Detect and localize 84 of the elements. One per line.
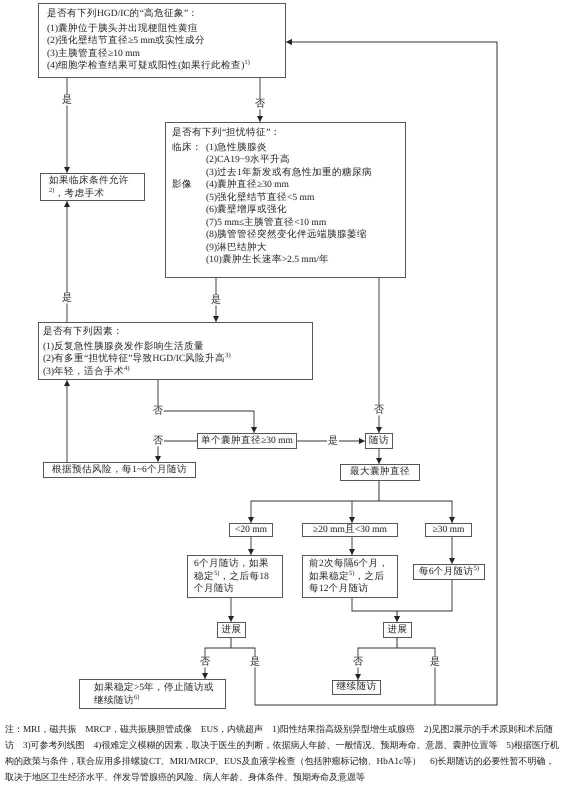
edge-label: 否	[152, 436, 164, 446]
edge-label: 否	[254, 98, 266, 110]
process-box	[40, 173, 145, 201]
list-item: (4)细胞学检查结果可疑或阳性(如果行此检查)$^{1)}$	[47, 60, 251, 72]
list-item: (2)CA19−9水平升高	[206, 154, 290, 166]
box-text: 进展	[388, 624, 408, 636]
arrow	[213, 278, 219, 322]
box-text: 如果稳定>5年，停止随访或继续随访$^{6)}$	[94, 682, 216, 707]
list-item: (10)囊肿生长速率>2.5 mm/年	[206, 254, 329, 266]
arrow	[64, 380, 70, 462]
arrow	[394, 580, 452, 622]
arrow	[378, 480, 455, 524]
box-text: 如果临床条件允许$^{2)}$，考虑手术	[49, 175, 130, 200]
edge-label: 是	[327, 436, 339, 446]
box-text: 每6个月随访$^{5)}$	[418, 566, 480, 578]
list-item: (8)胰管管径突然变化伴远端胰腺萎缩	[206, 229, 368, 242]
arrow	[158, 380, 257, 434]
process-box	[187, 555, 283, 598]
decision-box	[165, 122, 406, 278]
list-item: (2)有多重“担忧特征”导致HGD/IC风险升高$^{3)}$	[43, 353, 232, 366]
arrow	[64, 200, 70, 322]
list-item: (3)主胰管直径≥10 mm	[47, 48, 141, 60]
process-box	[425, 523, 472, 537]
list-item: (3)过去1年新发或有急性加重的糖尿病	[206, 166, 372, 179]
box-heading: 是否有下列因素：	[43, 326, 124, 338]
decision-box	[340, 464, 420, 481]
arrow	[228, 598, 234, 622]
arrow	[286, 39, 498, 706]
edge-label: 否	[152, 406, 164, 416]
footnote-text: 注：MRI，磁共振 MRCP，磁共振胰胆管成像 EUS，内镜超声 1)阳性结果指高级别异型增生或腺癌 2)见图2展示的手术原则和术后随访 3)可参考列线图 4)很难定义模糊的因素，取决于医生的判断，依据病人年龄、一般情况、预期寿命、意愿、囊肿位置等 5)根据医疗机构的政策与条件，联合应用多排螺旋CT、MRI/MRCP、EUS及血液学检查（包括肿瘤标记物、HbA1c等） 6)长期随访的必要性暂不明确，取决于地区卫生经济水平、伴发导管腺癌的风险、病人年龄、身体条件、预期寿命及意愿等	[5, 723, 560, 784]
edge-label: 否	[373, 404, 385, 416]
decision-box	[38, 322, 313, 380]
edge-label: 否	[352, 656, 364, 668]
arrow	[155, 440, 198, 462]
list-item: (1)囊肿位于胰头并出现梗阻性黄疸	[47, 22, 200, 35]
box-text: ≥20 mm且<30 mm	[313, 524, 387, 536]
box-text: ≥30 mm	[432, 524, 464, 536]
box-text: 前2次每隔6个月，如果稳定$^{5)}$，之后每12个月随访	[309, 558, 390, 596]
decision-box	[383, 622, 412, 638]
list-item: (5)强化壁结节直径<5 mm	[206, 192, 314, 204]
arrow	[349, 536, 355, 556]
decision-box	[217, 622, 246, 638]
process-box	[365, 433, 393, 449]
arrow	[376, 278, 382, 434]
list-item: (2)强化壁结节直径≥5 mm或实性成分	[47, 35, 206, 48]
box-text: 随访	[369, 434, 389, 448]
box-text: 最大囊肿直径	[350, 466, 410, 479]
process-box	[413, 564, 485, 580]
list-item: (3)年轻，适合手术$^{4)}$	[43, 366, 130, 378]
decision-box	[197, 433, 297, 449]
box-heading: 是否有下列HGD/IC的“高危征象”：	[47, 8, 200, 20]
edge-label: 是	[249, 656, 261, 668]
process-box	[302, 555, 398, 598]
edge-label: 是	[429, 656, 441, 668]
process-box	[79, 679, 226, 709]
arrow	[376, 448, 382, 464]
arrow	[64, 78, 70, 174]
box-text: <20 mm	[234, 524, 267, 536]
decision-box	[38, 3, 286, 78]
box-heading: 是否有下列“担忧特征”：	[172, 127, 282, 140]
edge-label: 否	[199, 656, 211, 668]
arrow	[248, 536, 254, 556]
edge-label: 是	[61, 292, 73, 304]
box-text: 进展	[222, 624, 242, 636]
category-label: 临床：	[172, 142, 203, 154]
edge-label: 是	[210, 294, 222, 306]
edge-label: 是	[61, 94, 73, 106]
box-text: 继续随访	[336, 681, 376, 694]
arrow	[449, 536, 455, 564]
box-text: 6个月随访，如果稳定$^{5)}$，之后每18个月随访	[194, 558, 270, 596]
list-item: (4)囊肿直径≥30 mm	[206, 179, 289, 192]
process-box	[43, 462, 196, 478]
process-box	[229, 523, 273, 537]
list-item: (1)急性胰腺炎	[206, 142, 268, 154]
category-label: 影像	[172, 179, 193, 192]
box-text: 根据预估风险，每1~6个月随访	[52, 464, 187, 476]
list-item: (7)5 mm≤主胰管直径<10 mm	[206, 216, 326, 229]
list-item: (1)反复急性胰腺炎发作影响生活质量	[43, 340, 206, 353]
arrow	[296, 438, 366, 444]
box-text: 单个囊肿直径≥30 mm	[201, 434, 293, 448]
process-box	[302, 523, 398, 537]
process-box	[332, 680, 381, 695]
list-item: (6)囊壁增厚或强化	[206, 204, 288, 216]
list-item: (9)淋巴结肿大	[206, 242, 268, 254]
